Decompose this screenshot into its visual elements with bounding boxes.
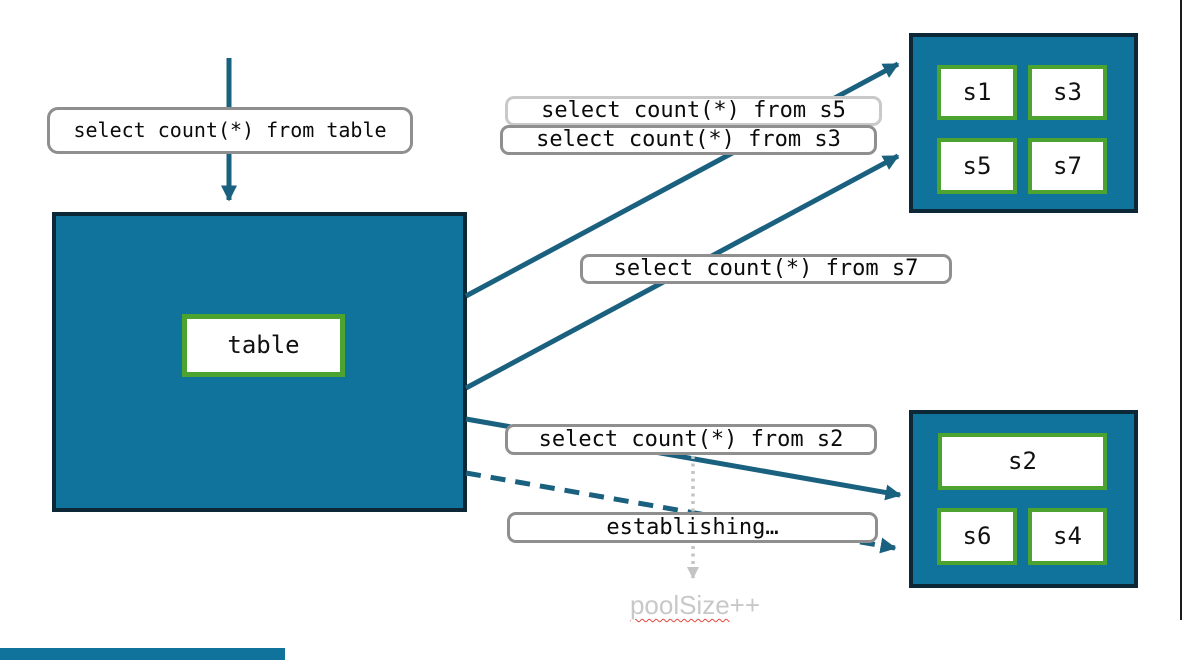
shard-s3: s3 (1028, 65, 1107, 120)
shard-group-top: s1 s3 s5 s7 (909, 33, 1138, 213)
table-node: table (182, 314, 345, 377)
shard-s6: s6 (937, 508, 1017, 565)
query-label-s3: select count(*) from s3 (500, 125, 877, 155)
slide-bottom-accent-bar (0, 648, 285, 660)
query-label-s5: select count(*) from s5 (505, 96, 882, 126)
establishing-label: establishing… (507, 512, 878, 543)
shard-group-bottom: s2 s6 s4 (909, 410, 1138, 588)
slide-right-border (1180, 0, 1182, 620)
poolsize-annotation: poolSize++ (600, 590, 790, 624)
shard-s5: s5 (937, 138, 1017, 194)
poolsize-word: poolSize (629, 590, 730, 620)
shard-s7: s7 (1028, 138, 1107, 194)
query-label-s7: select count(*) from s7 (580, 254, 952, 284)
query-label-s2: select count(*) from s2 (505, 424, 877, 455)
poolsize-suffix: ++ (729, 590, 761, 620)
shard-s2: s2 (938, 433, 1107, 490)
query-label-table: select count(*) from table (47, 107, 413, 154)
table-container-box: table (52, 212, 467, 512)
shard-s4: s4 (1028, 508, 1107, 565)
shard-s1: s1 (937, 65, 1017, 120)
